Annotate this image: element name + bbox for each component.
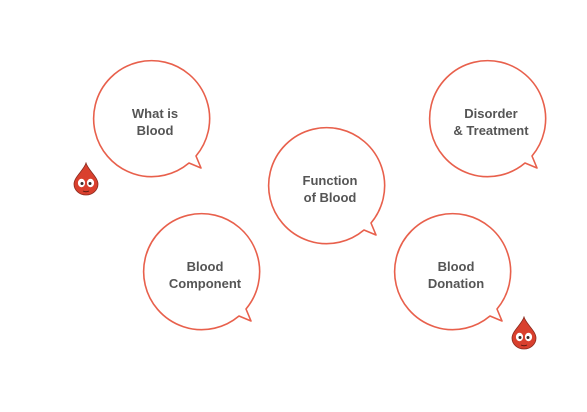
topic-label-line2: Blood [136, 123, 174, 138]
topic-label-line1: Function [302, 173, 358, 188]
topic-label-line1: What is [131, 106, 179, 121]
topic-label: Blood Donation [398, 217, 514, 333]
blood-drop-mascot [73, 161, 99, 201]
topic-label: Disorder & Treatment [433, 64, 549, 180]
blood-drop-icon [73, 161, 99, 196]
topic-label-line2: Donation [427, 276, 485, 291]
topic-label: What is Blood [97, 64, 213, 180]
speech-bubble-icon [92, 59, 211, 178]
topic-label-line2: of Blood [303, 190, 357, 205]
speech-bubble-icon [393, 212, 512, 331]
topic-label-line1: Blood [437, 259, 475, 274]
topic-label-line1: Blood [186, 259, 224, 274]
topic-label-line2: & Treatment [453, 123, 529, 138]
speech-bubble-icon [142, 212, 261, 331]
topic-label: Function of Blood [272, 131, 388, 247]
topic-label-line2: Component [168, 276, 242, 291]
blood-drop-icon [511, 315, 537, 350]
blood-drop-mascot [511, 315, 537, 355]
speech-bubble-icon [428, 59, 547, 178]
topic-label: Blood Component [147, 217, 263, 333]
topic-label-line1: Disorder [464, 106, 518, 121]
speech-bubble-icon [267, 126, 386, 245]
